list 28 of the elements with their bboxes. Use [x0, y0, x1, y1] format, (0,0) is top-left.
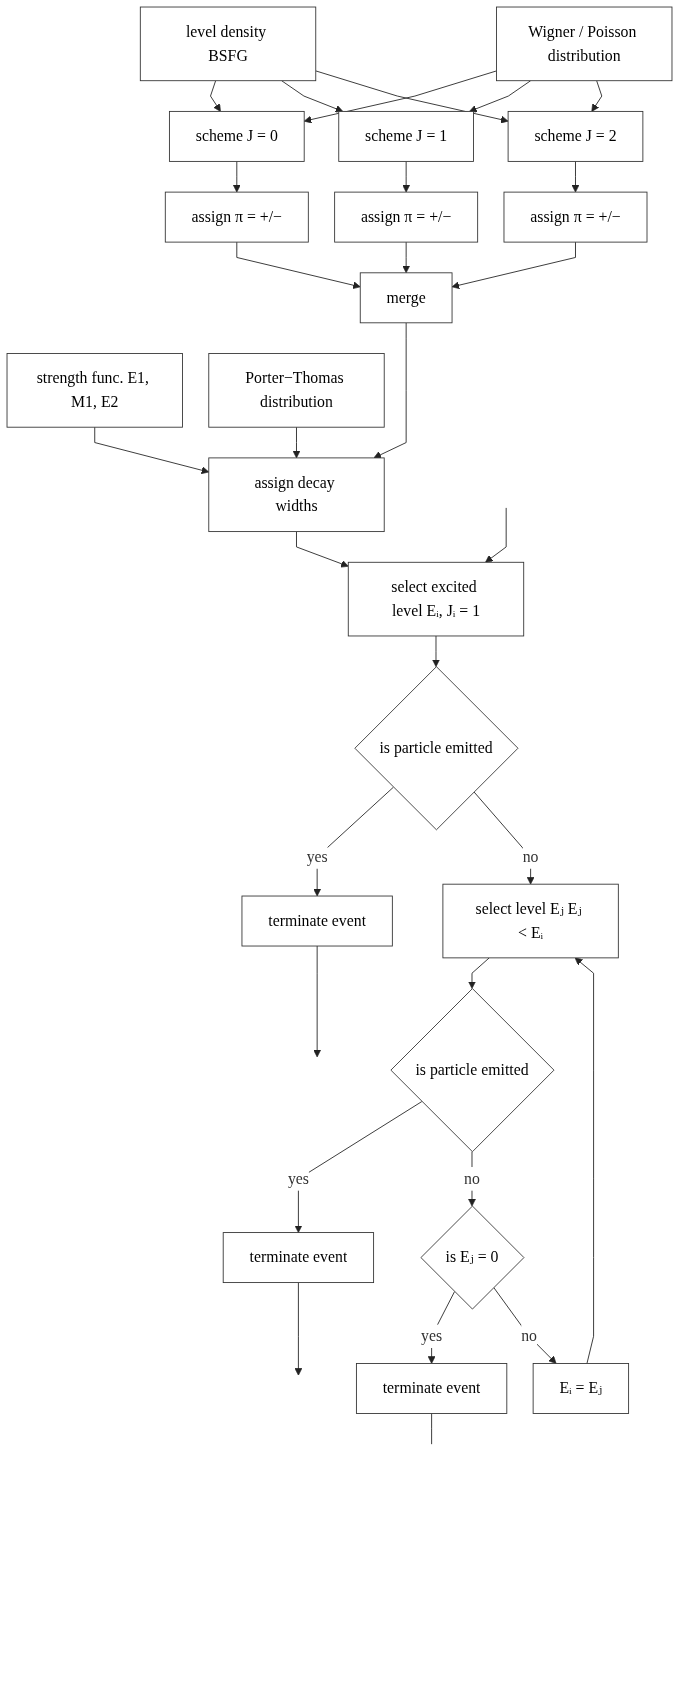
node-box: Wigner / Poisson distribution: [496, 6, 673, 82]
connector: [431, 1413, 433, 1445]
edge-label: no: [522, 847, 539, 866]
node-box: assign π = +/−: [334, 191, 479, 243]
node-box: terminate event: [241, 895, 393, 947]
edge-label: no: [464, 1169, 480, 1188]
node-box: strength func. E1, M1, E2: [6, 353, 183, 428]
node-box: assign decay widths: [208, 457, 385, 533]
node-box: terminate event: [222, 1232, 375, 1283]
edge-label: no: [521, 1327, 538, 1345]
node-box: scheme J = 0: [169, 110, 305, 162]
node-box: merge: [359, 272, 453, 324]
node-diamond: is particle emitted: [354, 666, 519, 831]
node-diamond: is Eⱼ = 0: [420, 1205, 525, 1310]
node-box: Eᵢ = Eⱼ: [532, 1363, 630, 1414]
node-box: assign π = +/−: [503, 191, 648, 243]
node-box: assign π = +/−: [164, 191, 309, 243]
edge-label: yes: [306, 847, 328, 866]
node-box: select level Eⱼ Eⱼ < Eᵢ: [442, 883, 619, 959]
edge-label: yes: [421, 1327, 443, 1345]
node-box: terminate event: [355, 1363, 508, 1414]
node-box: level density BSFG: [139, 6, 317, 82]
node-box: scheme J = 2: [507, 110, 644, 162]
node-box: Porter−Thomas distribution: [208, 353, 385, 428]
node-box: scheme J = 1: [338, 110, 474, 162]
node-diamond: is particle emitted: [390, 988, 555, 1153]
edge-label: yes: [287, 1169, 309, 1188]
node-box: select excited level Eᵢ, Jᵢ = 1: [347, 561, 525, 637]
